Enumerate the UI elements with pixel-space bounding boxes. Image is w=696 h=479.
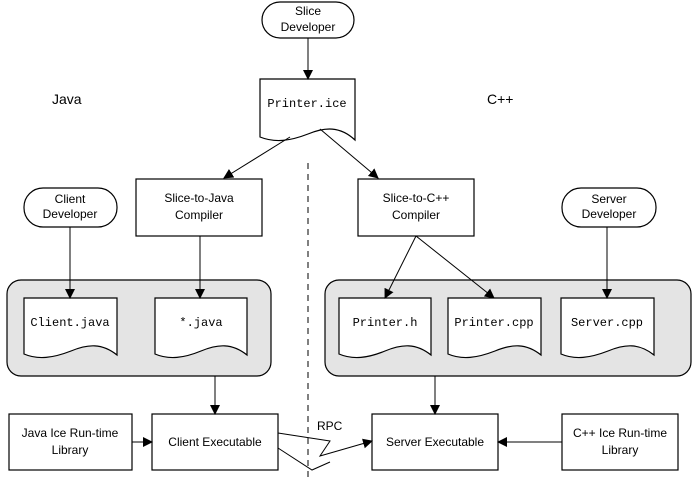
client-executable-node bbox=[151, 413, 279, 471]
slice-to-java-line2: Compiler bbox=[175, 208, 223, 222]
java-runtime-line1: Java Ice Run-time bbox=[22, 426, 119, 440]
client-java-doc bbox=[23, 297, 118, 359]
star-java-doc bbox=[154, 297, 248, 359]
star-java-label: *.java bbox=[179, 316, 222, 330]
rpc-connector bbox=[277, 432, 373, 457]
cpp-runtime-line1: C++ Ice Run-time bbox=[573, 426, 667, 440]
printer-cpp-label: Printer.cpp bbox=[454, 316, 533, 330]
client-java-label: Client.java bbox=[30, 316, 109, 330]
slice-developer-line2: Developer bbox=[281, 20, 336, 34]
java-runtime-line2: Library bbox=[52, 443, 89, 457]
slice-to-cpp-node bbox=[357, 178, 475, 237]
printer-cpp-doc bbox=[447, 297, 542, 359]
cpp-label: C++ bbox=[487, 91, 513, 107]
printer-h-doc bbox=[338, 297, 432, 359]
server-developer-node bbox=[561, 187, 657, 228]
arrow-ice-to-cpp-compiler bbox=[319, 128, 379, 179]
arrow-ice-to-java-compiler bbox=[223, 136, 291, 179]
slice-to-java-line1: Slice-to-Java bbox=[164, 191, 234, 205]
slice-to-java-node bbox=[135, 178, 263, 237]
cpp-runtime-line2: Library bbox=[602, 443, 639, 457]
server-executable-node bbox=[371, 413, 499, 471]
slice-developer-line1: Slice bbox=[295, 4, 321, 18]
printer-h-label: Printer.h bbox=[353, 316, 418, 330]
rpc-connector-lower bbox=[277, 447, 331, 471]
server-developer-line1: Server bbox=[591, 192, 626, 206]
slice-file-node bbox=[259, 78, 356, 142]
rpc-label: RPC bbox=[317, 419, 343, 433]
client-executable-label: Client Executable bbox=[168, 435, 262, 449]
cpp-runtime-node bbox=[561, 413, 679, 471]
slice-file-label: Printer.ice bbox=[267, 97, 346, 111]
client-developer-line1: Client bbox=[55, 192, 86, 206]
server-developer-line2: Developer bbox=[582, 207, 637, 221]
server-executable-label: Server Executable bbox=[386, 435, 484, 449]
server-cpp-label: Server.cpp bbox=[571, 316, 643, 330]
java-label: Java bbox=[52, 91, 82, 107]
arrow-cpp-compiler-to-printer-cpp bbox=[415, 235, 495, 299]
java-runtime-node bbox=[8, 413, 133, 471]
slice-to-cpp-line1: Slice-to-C++ bbox=[383, 191, 450, 205]
arrow-cpp-compiler-to-printer-h bbox=[384, 235, 417, 299]
server-cpp-doc bbox=[560, 297, 655, 359]
slice-to-cpp-line2: Compiler bbox=[392, 208, 440, 222]
client-developer-line2: Developer bbox=[43, 207, 98, 221]
